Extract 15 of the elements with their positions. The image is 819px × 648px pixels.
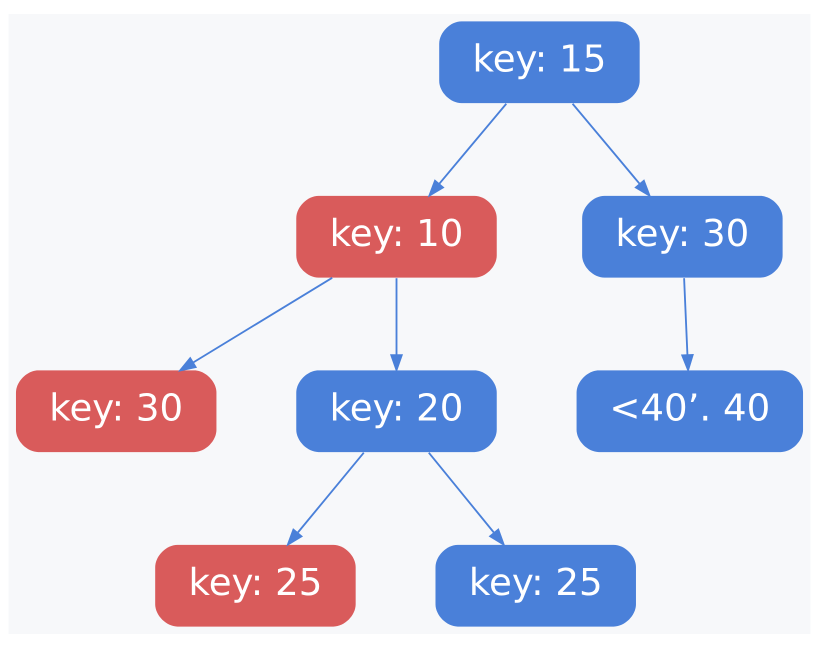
node-box: key: 30 (582, 196, 783, 278)
arrow (572, 103, 652, 198)
node-box: <40’. 40 (576, 370, 804, 452)
arrow (178, 277, 333, 372)
arrow (428, 452, 506, 547)
arrow (390, 278, 404, 373)
arrow (428, 103, 507, 198)
node-box: key: 25 (436, 544, 636, 627)
node-box: key: 25 (155, 544, 356, 627)
arrow (286, 452, 364, 547)
node-box: key: 15 (439, 21, 640, 104)
node-box: key: 30 (16, 370, 216, 452)
node-box: key: 10 (296, 196, 497, 278)
node-box: key: 20 (296, 370, 497, 452)
arrow (680, 278, 694, 373)
